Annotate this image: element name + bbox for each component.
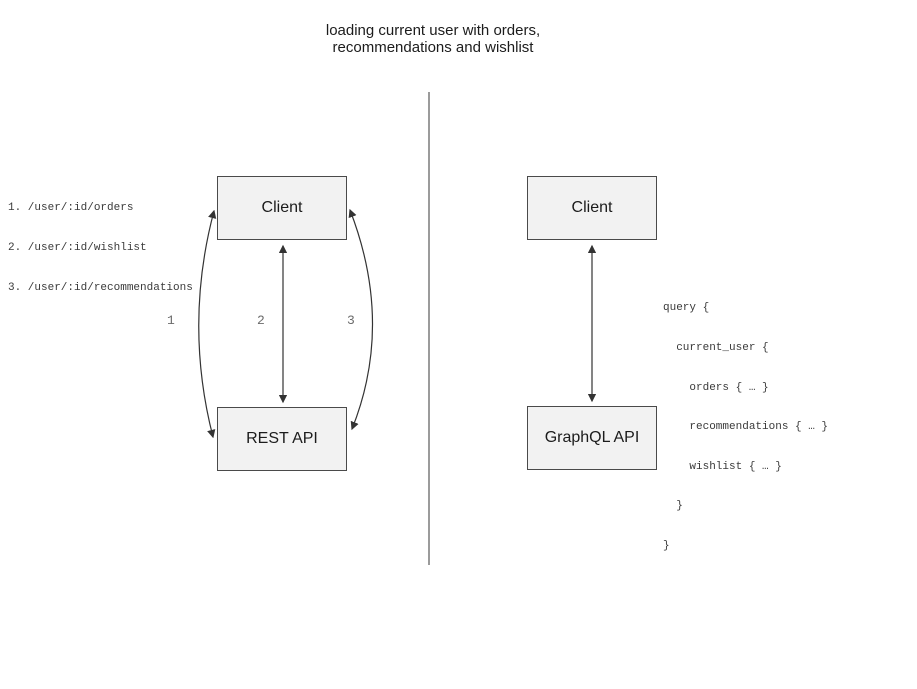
graphql-query-line: } [663,500,683,513]
graphql-api-label: GraphQL API [544,429,640,446]
graphql-query-line: current_user { [663,342,769,355]
graphql-query-block: query { current_user { orders { … } reco… [663,276,828,580]
rest-client-node: Client [217,176,347,240]
rest-arrow-1-label: 1 [167,313,175,328]
graphql-query-line: orders { … } [663,381,769,394]
rest-endpoint-list: 1. /user/:id/orders 2. /user/:id/wishlis… [8,176,193,321]
rest-endpoint-orders: 1. /user/:id/orders [8,202,134,215]
graphql-api-node: GraphQL API [527,406,657,470]
diagram-title: loading current user with orders, recomm… [0,22,866,56]
rest-endpoint-recommendations: 3. /user/:id/recommendations [8,281,193,294]
rest-arrow-2-label: 2 [257,313,265,328]
rest-api-label: REST API [246,430,318,447]
rest-endpoint-wishlist: 2. /user/:id/wishlist [8,242,147,255]
graphql-client-label: Client [571,199,613,216]
graphql-query-line: } [663,540,670,553]
graphql-client-node: Client [527,176,657,240]
rest-arrow-3-curve [348,208,374,431]
rest-arrow-1-curve [198,209,217,439]
diagram-title-line1: loading current user with orders, [325,22,541,39]
graphql-query-line: wishlist { … } [663,460,782,473]
diagram-title-line2: recommendations and wishlist [332,39,534,56]
graphql-query-line: query { [663,302,710,315]
graphql-query-line: recommendations { … } [663,421,829,434]
rest-api-node: REST API [217,407,347,471]
rest-client-label: Client [261,199,303,216]
rest-arrow-3-label: 3 [347,313,355,328]
